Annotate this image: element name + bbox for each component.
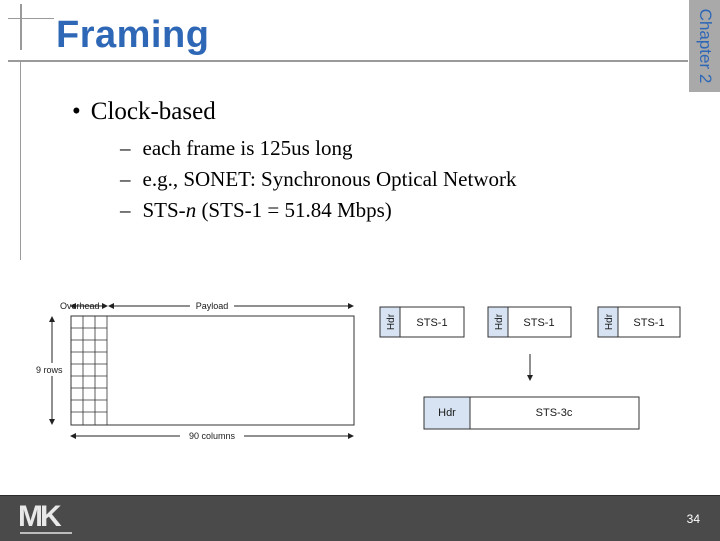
sts1-frame-1: Hdr STS-1: [379, 306, 465, 338]
sts1-box: [399, 306, 465, 338]
rows-label: 9 rows: [36, 365, 63, 375]
sts1-box: [617, 306, 681, 338]
footer-bar: MK 34: [0, 495, 720, 541]
sts1-label: STS-1: [416, 317, 447, 329]
sts1-frame-3: Hdr STS-1: [597, 306, 681, 338]
sts3c-frame: Hdr STS-3c: [423, 396, 640, 430]
dash-icon: –: [120, 136, 131, 160]
sts3c-label: STS-3c: [536, 407, 573, 419]
hdr-label: Hdr: [604, 313, 615, 330]
sts3c-hdr-label: Hdr: [438, 407, 456, 419]
sonet-diagram: Overhead Payload 9 rows 90 columns Hdr: [34, 301, 681, 441]
hdr-label: Hdr: [386, 313, 397, 330]
dash-icon: –: [120, 167, 131, 191]
sts1-frame-diagram: Overhead Payload 9 rows 90 columns: [34, 301, 355, 441]
frame-line-left-vertical: [20, 60, 21, 260]
bullet-clock-based: • Clock-based: [72, 98, 216, 126]
sub-item-text: each frame is 125us long: [142, 136, 353, 160]
sub-item-text-after: (STS-1 = 51.84 Mbps): [196, 198, 392, 222]
sts1-label: STS-1: [633, 317, 664, 329]
sub-item-text: e.g., SONET: Synchronous Optical Network: [142, 167, 517, 191]
frame-line-top-short: [8, 18, 54, 19]
bullet-dot-icon: •: [72, 98, 81, 125]
sub-item-text: STS-: [142, 198, 186, 222]
sts3c-hdr-box: [423, 396, 471, 430]
sub-item-frame-length: –each frame is 125us long: [120, 136, 352, 161]
page-number: 34: [686, 512, 700, 526]
hdr-label: Hdr: [494, 313, 505, 330]
overhead-label: Overhead: [60, 301, 100, 311]
sub-item-italic: n: [185, 198, 197, 222]
columns-label: 90 columns: [189, 431, 236, 441]
sts3c-payload-box: [469, 396, 640, 430]
publisher-logo: MK: [18, 500, 62, 533]
frame-line-left-top: [20, 4, 22, 50]
sts1-frame-2: Hdr STS-1: [487, 306, 572, 338]
sts1-label: STS-1: [523, 317, 554, 329]
chapter-tab: Chapter 2: [689, 0, 720, 92]
payload-label: Payload: [196, 301, 229, 311]
slide-title: Framing: [56, 14, 210, 56]
rows-label-bg: [34, 363, 70, 376]
overhead-grid: [71, 316, 108, 425]
sts1-box: [507, 306, 572, 338]
bullet-text: Clock-based: [90, 98, 216, 125]
dash-icon: –: [120, 198, 131, 222]
title-underline: [8, 60, 688, 62]
frame-outline: [70, 315, 355, 426]
sub-item-sonet: –e.g., SONET: Synchronous Optical Networ…: [120, 167, 516, 192]
sub-item-sts-n: –STS-n (STS-1 = 51.84 Mbps): [120, 198, 392, 223]
logo-underline: [20, 532, 72, 534]
